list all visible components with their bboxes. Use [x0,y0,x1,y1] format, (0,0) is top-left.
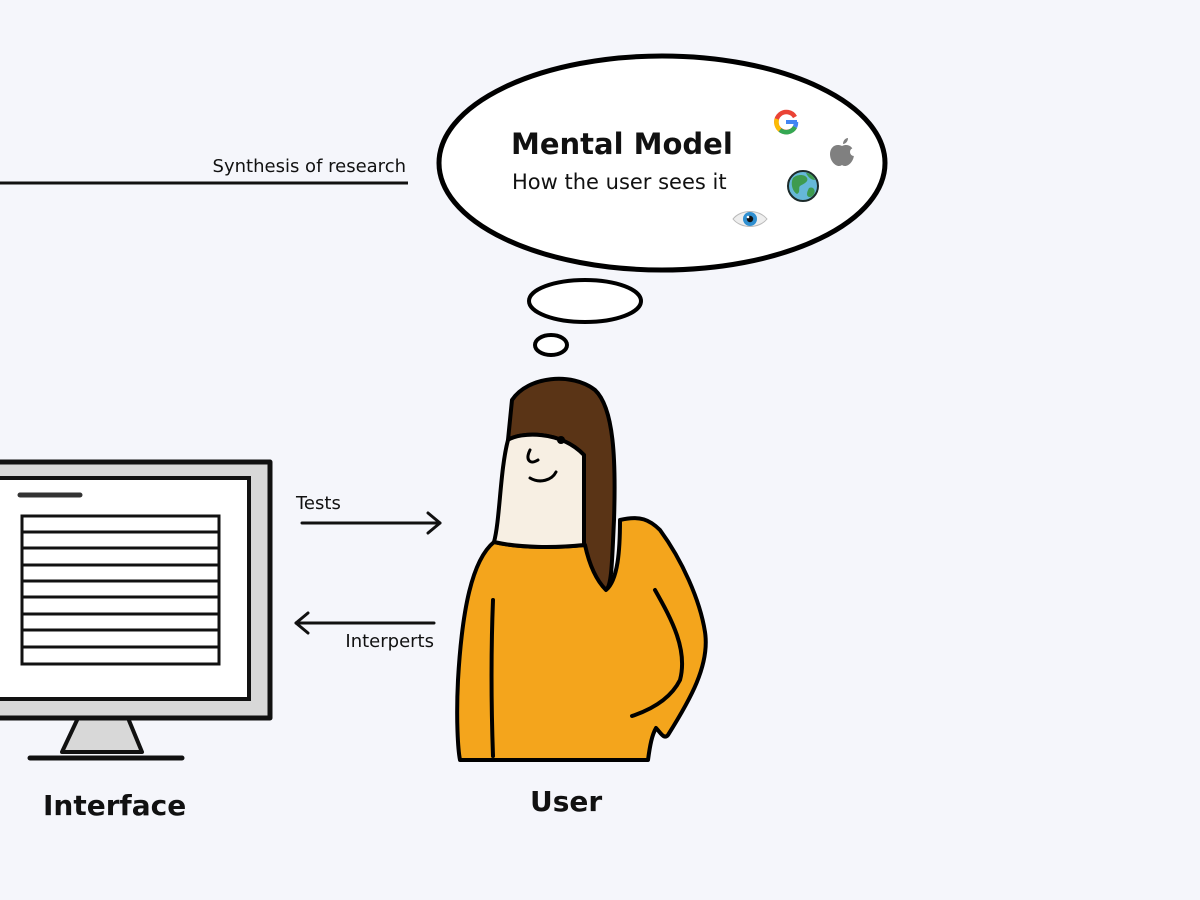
interface-label: Interface [43,789,186,822]
user-face [492,432,586,549]
tests-arrow [300,511,442,535]
globe-icon [787,170,819,202]
eye-icon [732,211,768,227]
user-label: User [530,785,602,818]
user-shirt [455,516,708,762]
user-figure [455,376,708,762]
thought-bubble: Mental Model How the user sees it [436,53,888,357]
bubble-subtitle: How the user sees it [512,170,727,194]
google-logo-icon [774,109,799,135]
tests-label: Tests [295,493,341,514]
user-eye [557,436,565,444]
thought-bubble-medium [527,278,643,324]
thought-bubble-small [533,333,569,357]
screen-list [20,514,221,666]
interprets-label: Interperts [345,631,434,652]
interprets-arrow [294,611,436,635]
bubble-title: Mental Model [511,127,733,161]
apple-logo-icon [830,138,858,166]
synthesis-label: Synthesis of research [213,156,406,177]
monitor-illustration [0,459,273,761]
